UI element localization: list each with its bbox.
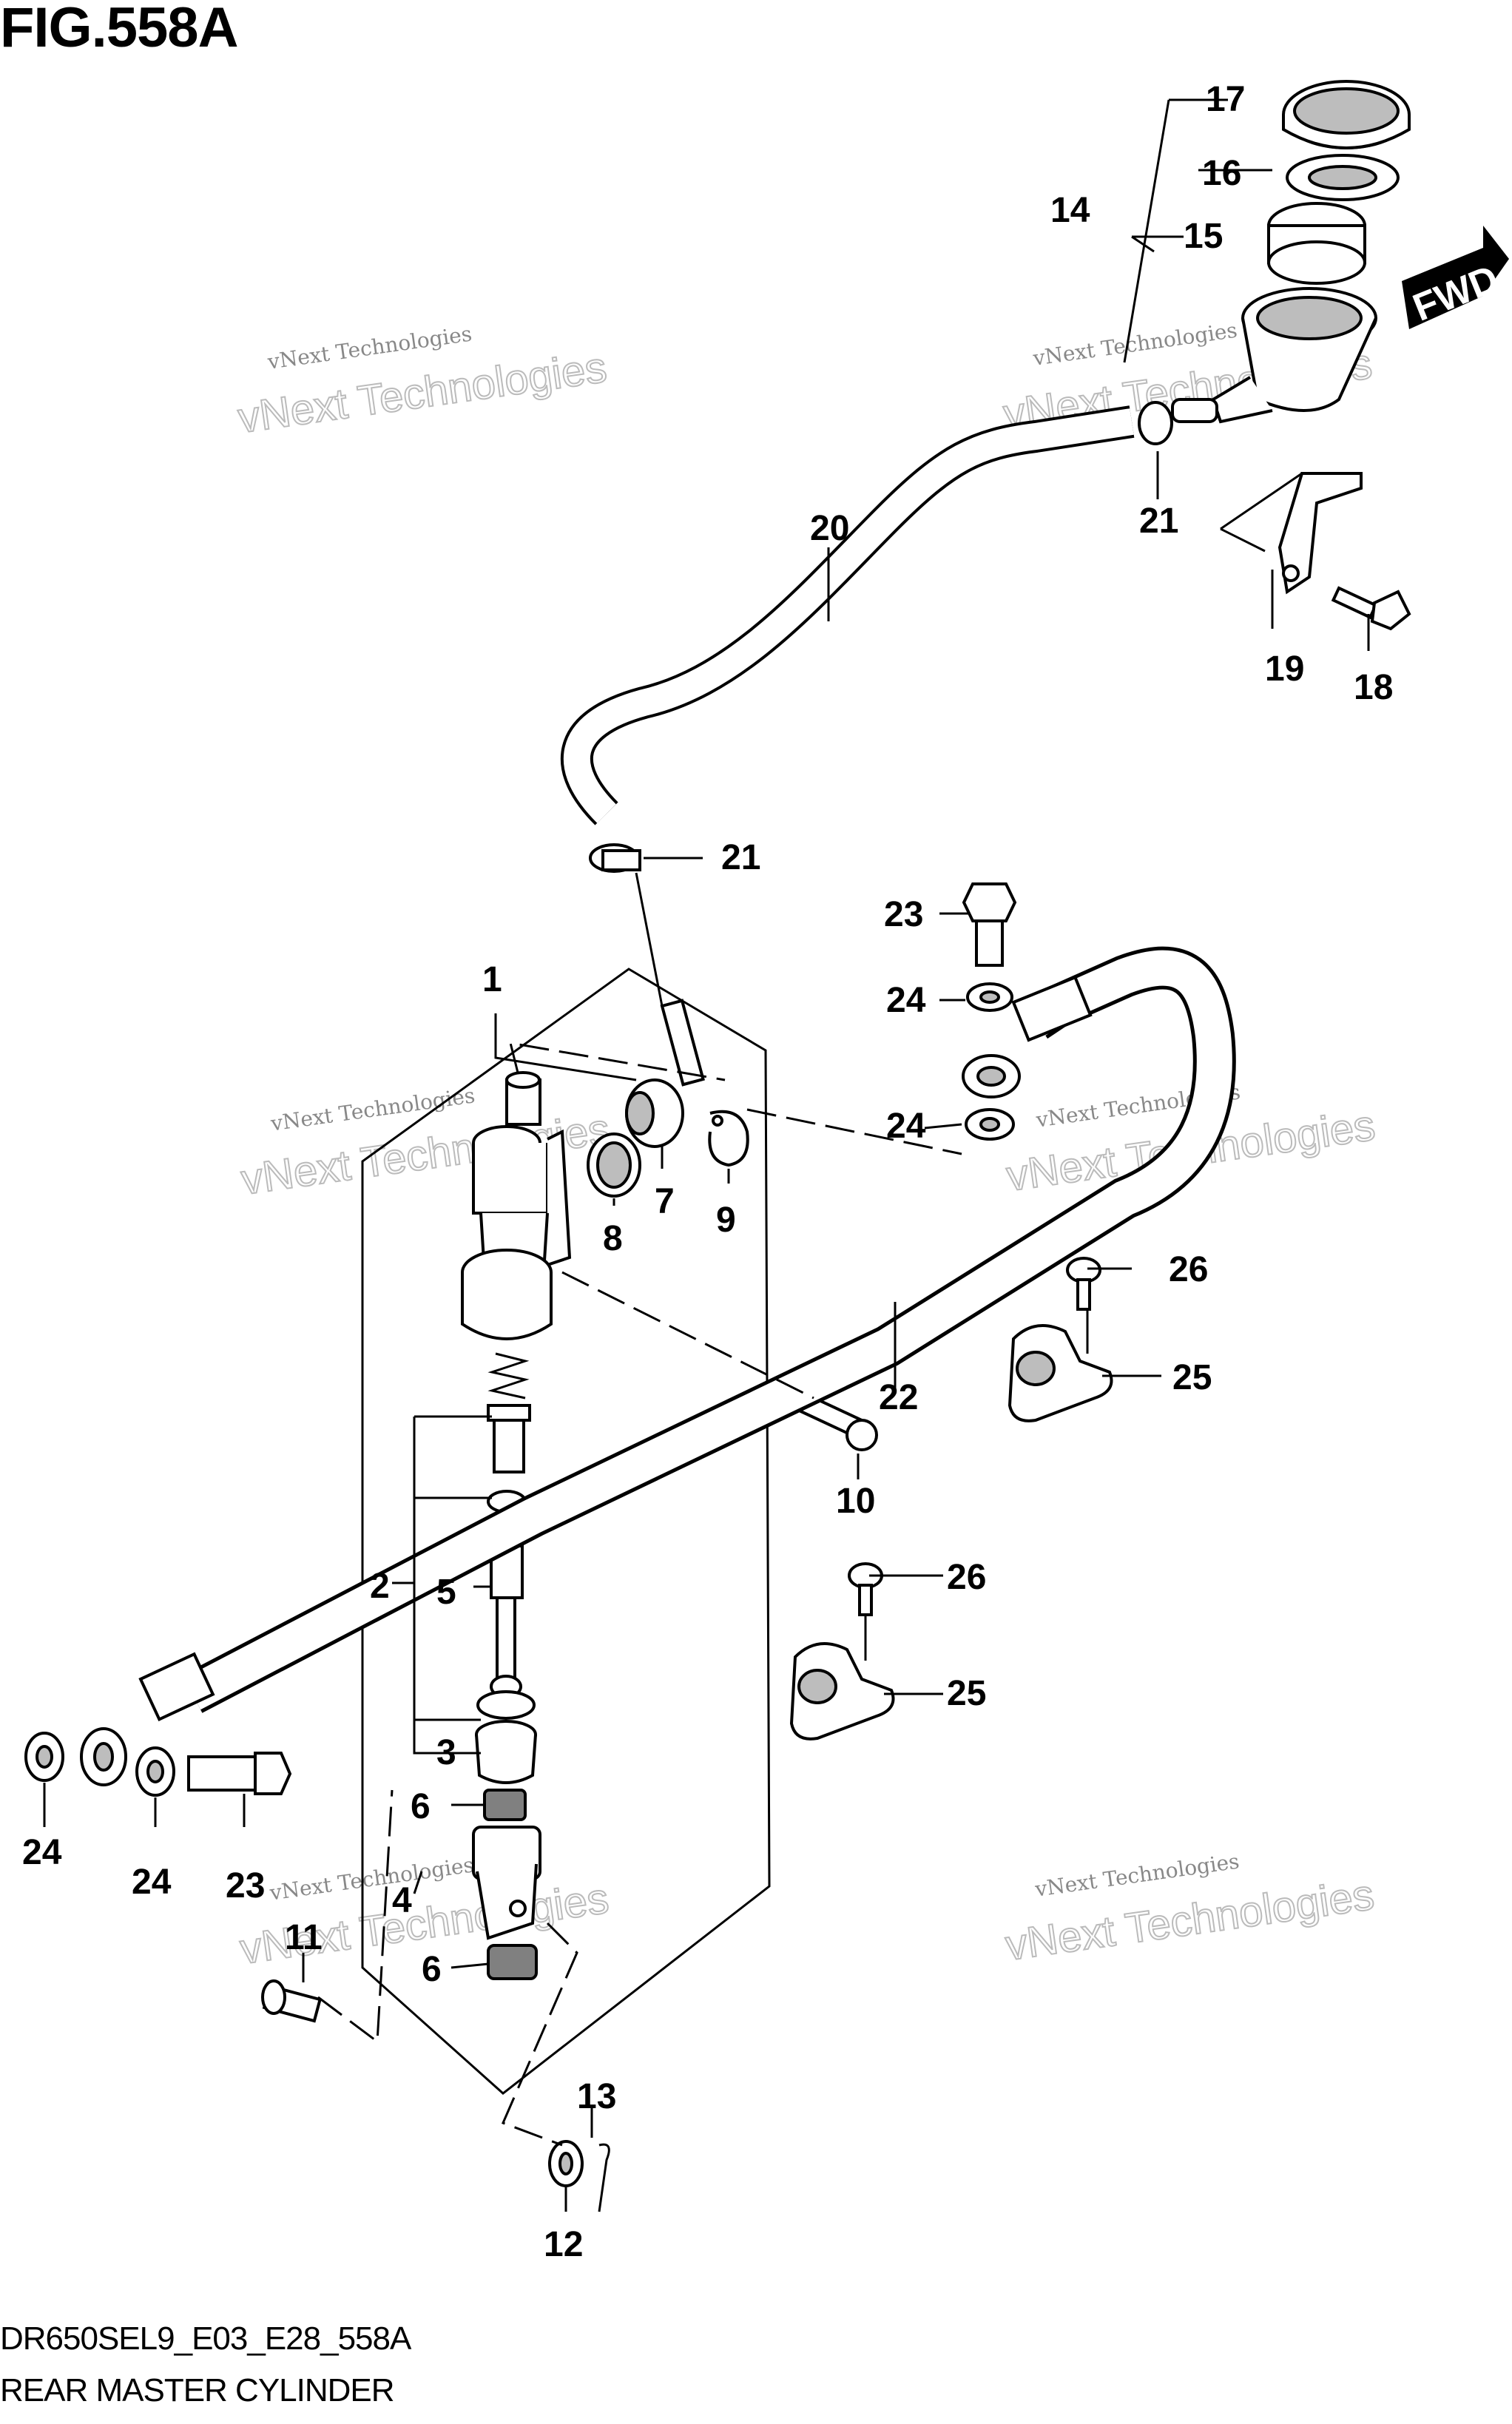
callout-13: 13 (577, 2077, 616, 2116)
hose-fitting-left (80, 1652, 215, 1786)
callout-21-bottom: 21 (721, 838, 760, 877)
callout-16: 16 (1202, 154, 1241, 193)
watermark: vNext Technologies vNext Technologies (234, 322, 610, 444)
callout-6-upper: 6 (411, 1787, 431, 1826)
watermark: vNext Technologies vNext Technologies (1002, 1849, 1377, 1971)
reservoir-plate (1286, 154, 1400, 201)
clevis (472, 1826, 541, 1940)
reservoir-diaphragm (1267, 202, 1366, 285)
sealing-washer (135, 1746, 175, 1797)
callout-11: 11 (285, 1918, 323, 1957)
reservoir-cap (1282, 80, 1411, 149)
callout-7: 7 (655, 1182, 675, 1221)
callout-21-top: 21 (1139, 502, 1178, 541)
callout-25-upper: 25 (1172, 1358, 1212, 1397)
callout-labels: 17 16 14 15 21 19 18 20 21 23 24 24 1 7 … (22, 80, 1393, 2264)
o-ring (587, 1132, 641, 1198)
callout-4: 4 (392, 1881, 412, 1920)
union-bolt-left (187, 1752, 292, 1795)
screw-26-upper (1066, 1257, 1101, 1311)
callout-17: 17 (1206, 80, 1245, 119)
boot-circlip (476, 1690, 536, 1720)
callout-2: 2 (370, 1567, 390, 1606)
circlip (708, 1110, 749, 1167)
washer-12 (548, 2140, 584, 2187)
pin-bolt-11 (261, 1979, 323, 2023)
union-bolt-right (962, 882, 1017, 967)
callout-23-left: 23 (226, 1866, 265, 1905)
bolt-18 (1331, 586, 1411, 631)
hose-clamp-top (1138, 398, 1218, 445)
nut-lower (487, 1944, 538, 1980)
master-cylinder-body (461, 1071, 572, 1340)
callout-22: 22 (879, 1378, 918, 1417)
figure-name: REAR MASTER CYLINDER (0, 2372, 395, 2408)
callout-6-lower: 6 (422, 1950, 442, 1989)
callout-24-left-b: 24 (132, 1863, 172, 1902)
piston (487, 1404, 531, 1473)
callout-26-upper: 26 (1169, 1250, 1208, 1289)
callout-1: 1 (482, 960, 502, 999)
callout-24-right-upper: 24 (886, 981, 926, 1020)
callout-19: 19 (1265, 649, 1304, 689)
hose-clamp-25-upper (1008, 1324, 1113, 1422)
cotter-pin (598, 2143, 610, 2212)
dust-boot (475, 1720, 537, 1784)
fwd-arrow-badge: FWD (1402, 226, 1509, 330)
dashed-guides (317, 1041, 962, 2147)
callout-12: 12 (544, 2225, 583, 2264)
assembly-outline (361, 968, 771, 2095)
callout-9: 9 (716, 1201, 736, 1240)
sealing-washer (24, 1732, 64, 1782)
figure-title: FIG.558A (0, 0, 238, 59)
callout-8: 8 (603, 1219, 623, 1258)
callout-25-lower: 25 (947, 1674, 986, 1713)
nut-upper (483, 1789, 527, 1821)
reservoir-tank (1211, 287, 1377, 424)
figure-code: DR650SEL9_E03_E28_558A (0, 2320, 411, 2357)
sealing-washer (966, 982, 1013, 1012)
sealing-washer (965, 1108, 1015, 1141)
hose-connector (625, 999, 705, 1148)
leader-lines (43, 98, 1370, 2212)
hose-fitting-right (962, 975, 1093, 1098)
callout-10: 10 (836, 1482, 875, 1521)
callout-15: 15 (1184, 217, 1223, 256)
callout-18: 18 (1354, 668, 1393, 707)
callout-26-lower: 26 (947, 1558, 986, 1597)
callout-23-right: 23 (884, 895, 923, 934)
callout-24-left-a: 24 (22, 1833, 62, 1872)
reservoir-bracket (1278, 472, 1363, 595)
callout-14: 14 (1050, 191, 1090, 230)
hose-clamp-25-lower (789, 1642, 895, 1741)
piston-spring (487, 1352, 530, 1400)
callout-24-right-lower: 24 (886, 1107, 926, 1146)
callout-20: 20 (810, 509, 849, 548)
callout-5: 5 (436, 1573, 456, 1612)
callout-3: 3 (436, 1733, 456, 1772)
hose-clamp-bottom (589, 843, 641, 873)
screw-26-lower (848, 1562, 883, 1616)
push-rod (490, 1544, 524, 1698)
reservoir-hose (560, 405, 1135, 826)
